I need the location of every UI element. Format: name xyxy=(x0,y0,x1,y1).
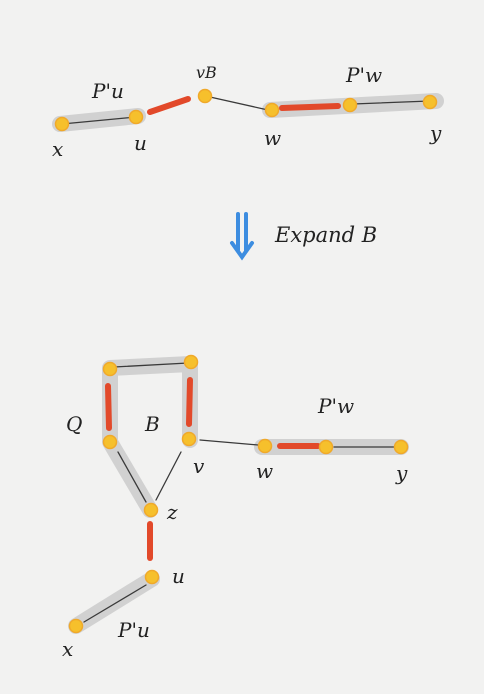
highlight-path-pu-bottom xyxy=(68,571,160,634)
label-pw-top: P'w xyxy=(345,63,382,87)
node-x-top xyxy=(54,116,70,132)
edge-v-w xyxy=(199,439,259,446)
node-y-top xyxy=(422,94,438,110)
highlight-cycle-q xyxy=(102,356,198,518)
edge-top-cycle xyxy=(113,362,189,368)
red-edge-u-vb xyxy=(147,96,191,115)
node-top-left xyxy=(102,361,118,377)
node-y-bottom xyxy=(393,439,409,455)
node-mid-bottom xyxy=(318,439,334,455)
edge-x-u-top xyxy=(61,116,137,125)
node-z xyxy=(143,502,159,518)
label-u-top: u xyxy=(134,131,147,155)
top-graph: P'u vB P'w x u w y xyxy=(52,63,444,161)
edge-u-x-bottom xyxy=(83,584,147,623)
label-b: B xyxy=(144,412,160,436)
node-w-bottom xyxy=(257,438,273,454)
label-u-bottom: u xyxy=(172,564,185,588)
label-w-top: w xyxy=(264,126,281,150)
label-pw-bottom: P'w xyxy=(317,394,354,418)
double-arrow-head-icon xyxy=(230,241,254,261)
red-edge-left-cycle xyxy=(105,383,112,431)
label-v: v xyxy=(193,454,205,478)
node-vb xyxy=(197,88,213,104)
node-v xyxy=(181,431,197,447)
node-u-top xyxy=(128,109,144,125)
red-edge-w-top xyxy=(279,103,341,111)
label-pu-bottom: P'u xyxy=(117,618,150,642)
node-top-right xyxy=(183,354,199,370)
edge-mid-y-top xyxy=(352,100,431,105)
node-q xyxy=(102,434,118,450)
node-u-bottom xyxy=(144,569,160,585)
label-x-top: x xyxy=(52,137,63,161)
label-z: z xyxy=(166,500,178,524)
edge-v-z xyxy=(155,451,182,501)
expand-label: Expand B xyxy=(274,223,377,247)
expand-arrow: Expand B xyxy=(230,212,377,261)
label-vb: vB xyxy=(196,63,217,82)
label-q: Q xyxy=(66,412,82,436)
label-y-bottom: y xyxy=(395,461,408,485)
node-mid-top xyxy=(342,97,358,113)
edge-vb-w xyxy=(209,96,269,111)
label-w-bottom: w xyxy=(256,459,273,483)
node-w-top xyxy=(264,102,280,118)
bottom-graph: Q B v z u x P'u P'w w y xyxy=(62,354,409,661)
label-pu-top: P'u xyxy=(91,79,124,103)
label-y-top: y xyxy=(429,121,442,145)
label-x-bottom: x xyxy=(62,637,73,661)
red-edge-right-cycle xyxy=(186,377,193,427)
node-x-bottom xyxy=(68,618,84,634)
edge-q-z xyxy=(117,451,147,503)
